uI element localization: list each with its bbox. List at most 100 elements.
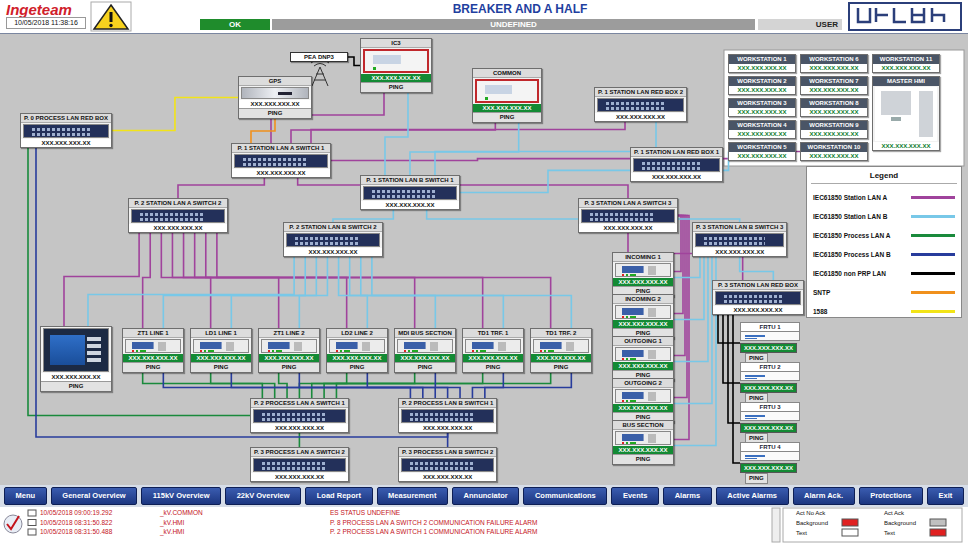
ip-address: XXX.XXX.XXX.XX	[613, 320, 673, 328]
workstation-box: WORKSTATION 4XXX.XXX.XXX.XX	[728, 120, 796, 139]
alarm-cell: _kV.HMI	[160, 527, 330, 537]
ip-address: XXX.XXX.XXX.XX	[713, 306, 803, 314]
ip-address: XXX.XXX.XXX.XX	[579, 224, 677, 232]
device-image	[131, 209, 225, 223]
network-link	[299, 257, 327, 328]
device-name: FRTU 4	[740, 442, 800, 451]
relay-box: MDI BUS SECTIONXXX.XXX.XXX.XXPING	[394, 328, 456, 373]
network-link	[447, 433, 449, 447]
device-name: FRTU 3	[740, 402, 800, 411]
network-link	[217, 233, 551, 328]
antenna-icon	[311, 59, 329, 86]
ip-address: XXX.XXX.XXX.XX	[259, 354, 319, 362]
device-image	[740, 451, 800, 461]
relay-box: LD1 LINE 1XXX.XXX.XXX.XXPING	[190, 328, 252, 373]
device-image	[401, 458, 494, 472]
menu-button: Measurement	[377, 487, 449, 505]
ip-address: XXX.XXX.XXX.XX	[361, 74, 431, 82]
device-image	[241, 87, 309, 99]
switch-name: P. 3 STATION LAN A SWITCH 3	[579, 199, 677, 208]
device-name: INCOMING 2	[613, 295, 673, 304]
ip-address: XXX.XXX.XXX.XX	[251, 424, 348, 432]
device-image	[125, 339, 181, 353]
workstation-name: WORKSTATION 6	[801, 55, 867, 64]
menu-button: Load Report	[305, 487, 372, 505]
alarm-icons	[4, 510, 36, 535]
relay-box: INCOMING 2XXX.XXX.XXX.XXPING	[612, 294, 674, 339]
ip-address: XXX.XXX.XXX.XX	[740, 383, 797, 393]
menu-button: Active Alarms	[716, 487, 789, 505]
alarm-list: 10/05/2018 09:00:19.292_kV.COMMONES STAT…	[40, 508, 760, 537]
network-link	[291, 123, 495, 143]
switch-box: P. 1 STATION LAN RED BOX 1XXX.XXX.XXX.XX	[630, 147, 723, 182]
alarm-cell: _kV.HMI	[160, 518, 330, 528]
device-name: MDI BUS SECTION	[395, 329, 455, 338]
network-link	[251, 119, 275, 143]
ping-button: PING	[361, 82, 431, 92]
switch-name: P. 3 STATION LAN RED BOX	[713, 281, 803, 290]
status-ok: OK	[200, 19, 270, 30]
device-name: LD1 LINE 1	[191, 329, 251, 338]
ip-address: XXX.XXX.XXX.XX	[123, 354, 183, 362]
switch-name: P. 2 PROCESS LAN B SWITCH 1	[399, 399, 496, 408]
ip-address: XXX.XXX.XXX.XX	[729, 130, 795, 138]
ping-button: PING	[259, 362, 319, 372]
protocol-box: PEA DNP3	[290, 52, 348, 62]
ip-address: XXX.XXX.XXX.XX	[740, 423, 797, 433]
network-link	[211, 373, 275, 398]
ip-address: XXX.XXX.XXX.XX	[801, 108, 867, 116]
alarm-cell: 10/05/2018 08:31:50.822	[40, 518, 160, 528]
switch-name: P. 1 STATION LAN RED BOX 2	[595, 88, 686, 97]
network-link	[350, 257, 436, 328]
ip-address: XXX.XXX.XXX.XX	[473, 104, 541, 112]
brand-logo: Ingeteam	[6, 1, 72, 18]
ip-address: XXX.XXX.XXX.XX	[729, 86, 795, 94]
menu-button: Protections	[859, 487, 923, 505]
device-image	[261, 339, 317, 353]
ping-button: PING	[191, 362, 251, 372]
protocol-label: PEA DNP3	[291, 53, 347, 61]
legend-swatch	[911, 253, 955, 256]
switch-box: P. 3 PROCESS LAN B SWITCH 2XXX.XXX.XXX.X…	[398, 447, 497, 482]
relay-box: TD1 TRF. 2XXX.XXX.XXX.XXPING	[530, 328, 592, 373]
device-name: OUTGOING 1	[613, 337, 673, 346]
legend-swatch	[911, 196, 955, 199]
network-link	[385, 93, 408, 175]
ip-address: XXX.XXX.XXX.XX	[395, 354, 455, 362]
ip-address: XXX.XXX.XXX.XX	[729, 152, 795, 160]
network-link	[674, 216, 687, 398]
device-name: ZT1 LINE 1	[123, 329, 183, 338]
relay-box: ZT1 LINE 2XXX.XXX.XXX.XXPING	[258, 328, 320, 373]
network-link	[163, 373, 410, 398]
device-name: LD2 LINE 2	[327, 329, 387, 338]
device-image	[329, 339, 385, 353]
network-link	[485, 373, 571, 398]
device-image	[253, 458, 346, 472]
network-link	[674, 257, 712, 404]
ip-address: XXX.XXX.XXX.XX	[361, 201, 459, 209]
network-link	[299, 373, 346, 398]
device-image	[193, 339, 249, 353]
relay-box: OUTGOING 2XXX.XXX.XXX.XXPING	[612, 378, 674, 423]
network-link	[311, 122, 625, 143]
workstation-name: WORKSTATION 5	[729, 143, 795, 152]
network-link	[333, 210, 393, 222]
network-link	[410, 123, 519, 175]
switch-name: P. 2 PROCESS LAN A SWITCH 1	[251, 399, 348, 408]
network-link	[279, 373, 287, 398]
network-link	[348, 57, 360, 66]
ip-address: XXX.XXX.XXX.XX	[740, 463, 797, 473]
switch-box: P. 2 STATION LAN A SWITCH 2XXX.XXX.XXX.X…	[128, 198, 228, 233]
ack-item: Text	[884, 529, 895, 537]
legend-heading: Legend	[811, 169, 957, 184]
ip-address: XXX.XXX.XXX.XX	[801, 130, 867, 138]
device-image	[615, 263, 671, 277]
network-link	[372, 257, 571, 328]
ip-address: XXX.XXX.XXX.XX	[284, 248, 382, 256]
alarm-cell: 10/05/2018 08:31:50.488	[40, 527, 160, 537]
network-link	[728, 315, 740, 423]
device-image	[234, 154, 328, 168]
relay-box: BUS SECTIONXXX.XXX.XXX.XXPING	[612, 420, 674, 465]
switch-box: P. 2 PROCESS LAN B SWITCH 1XXX.XXX.XXX.X…	[398, 398, 497, 433]
ip-address: XXX.XXX.XXX.XX	[41, 373, 111, 381]
